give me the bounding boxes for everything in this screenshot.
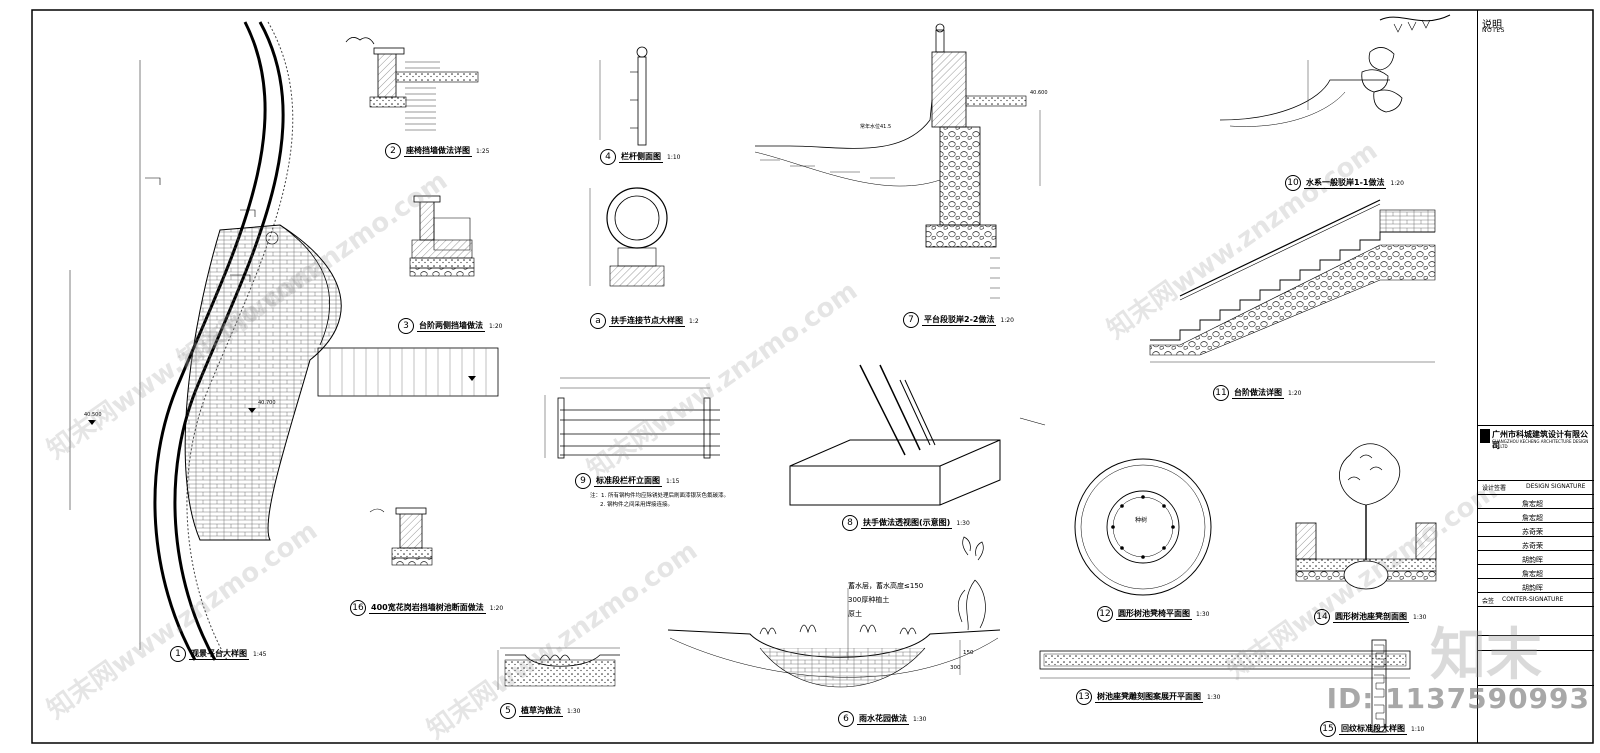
notes-title: 说明: [1482, 20, 1502, 31]
title-block: 说明 NOTES 广州市科城建筑设计有限公司 GUANGZHOU KECHENG…: [1477, 10, 1594, 743]
drawing-13-carved-pattern: [1039, 650, 1411, 679]
signature-name: 胡韵晖: [1522, 556, 1543, 564]
image-id-tag: ID: 1137590993: [1326, 682, 1590, 715]
dimension-300: 300: [950, 665, 961, 671]
company-logo: [1480, 429, 1490, 443]
counter-signature-en: CONTER-SIGNATURE: [1502, 596, 1564, 603]
company-name-en: GUANGZHOU KECHENG ARCHITECTURE DESIGN CO…: [1492, 439, 1589, 449]
level-label: 40.600: [1030, 90, 1048, 96]
drawing-a-handrail-joint: [589, 187, 668, 287]
watermark-logo: 知末: [1430, 623, 1542, 688]
notes-subtitle: NOTES: [1482, 27, 1505, 34]
counter-signature-label: 会签: [1482, 598, 1495, 605]
design-signature-en: DESIGN SIGNATURE: [1526, 483, 1586, 490]
signature-name: 詹宏超: [1522, 514, 1543, 522]
drawing-12-tree-pool-plan: [1074, 458, 1212, 596]
drawing-16-tree-pool-wall: [369, 507, 433, 566]
dimension-150: 150: [963, 650, 974, 656]
drawing-15-meander: [1371, 639, 1387, 733]
rain-garden-layer-1: 蓄水层，蓄水高度≤150: [848, 582, 924, 590]
drawing-2-seat-wall: [345, 37, 479, 131]
tree-label: 种树: [1135, 516, 1147, 524]
drawing-6-rain-garden: [667, 536, 1001, 688]
design-signature-label: 设计签署: [1482, 485, 1507, 492]
signature-name: 苏奇荣: [1522, 542, 1543, 550]
drawing-1-platform: [69, 21, 499, 661]
rain-garden-layer-3: 原土: [848, 610, 862, 618]
signature-name: 詹宏超: [1522, 570, 1543, 578]
railing-note-2: 2. 钢构件之间采用焊接连接。: [600, 502, 673, 508]
drawing-3-step-wall: [409, 195, 475, 277]
drawing-9-railing-elevation: [544, 377, 720, 459]
drawing-11-stairs: [1149, 199, 1436, 363]
drawing-8-handrail-perspective: [789, 364, 1046, 506]
signature-name: 苏奇荣: [1522, 528, 1543, 536]
signature-name: 詹宏超: [1522, 500, 1543, 508]
water-level-label: 常年水位41.5: [860, 123, 891, 130]
drawing-7-revetment: [754, 23, 1041, 299]
drawing-10-general-revetment: [1219, 14, 1451, 127]
company-name: 广州市科城建筑设计有限公司: [1492, 430, 1588, 450]
signature-name: 胡韵晖: [1522, 584, 1543, 592]
drawing-14-tree-pool-section: [1295, 443, 1437, 590]
level-label: 40.700: [258, 400, 276, 406]
railing-note-1: 注：1. 所有钢构件均应除锈处理后刷面漆银灰色氟碳漆。: [590, 493, 729, 499]
drawing-5-swale: [497, 647, 620, 690]
drawing-4-railing-side: [599, 46, 648, 146]
level-label: 40.500: [84, 412, 102, 418]
rain-garden-layer-2: 300厚种植土: [848, 596, 890, 604]
